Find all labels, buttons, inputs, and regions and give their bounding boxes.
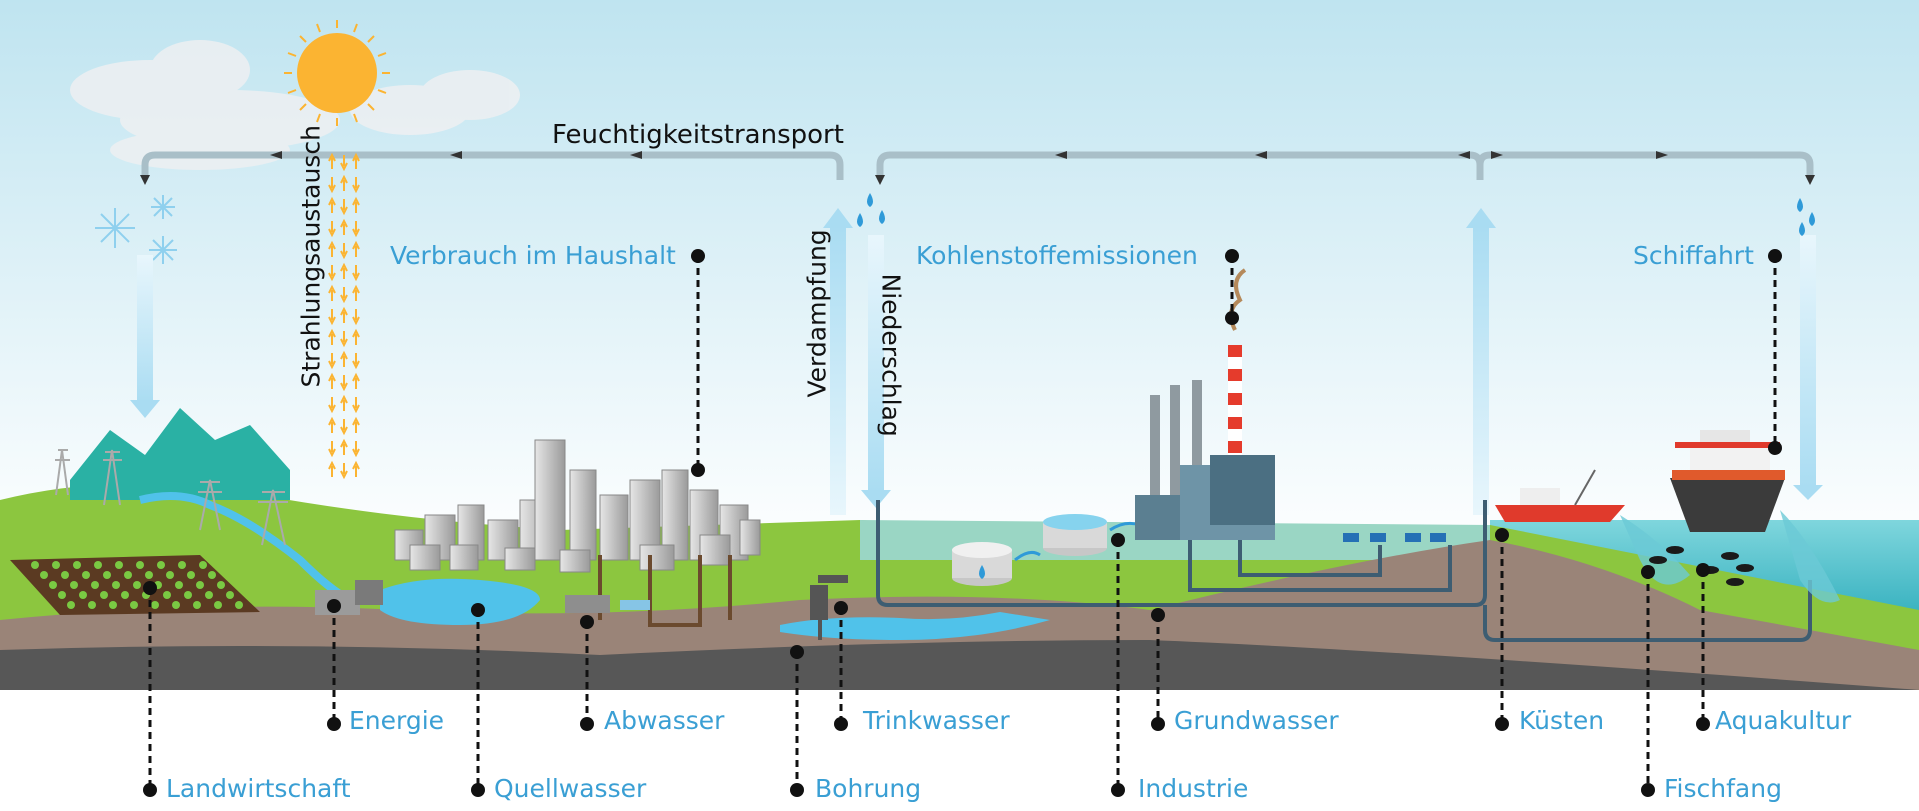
- groundwater-pipe: [876, 500, 1487, 607]
- label-coasts: Küsten: [1519, 706, 1605, 735]
- label-precipitation: Niederschlag: [876, 273, 906, 437]
- power-pylons: [55, 449, 288, 546]
- label-industry: Industrie: [1138, 774, 1249, 803]
- leader-dots: [143, 249, 1782, 797]
- raindrop-icon: [857, 193, 1815, 236]
- leader-lines: [148, 256, 1777, 790]
- precipitation-arrow-sea: [1793, 235, 1823, 500]
- label-shipping: Schiffahrt: [1633, 241, 1754, 270]
- wastewater-plant: [565, 595, 650, 613]
- cargo-ship: [1670, 430, 1785, 532]
- bedrock: [0, 640, 1919, 690]
- label-energy: Energie: [349, 706, 445, 735]
- city-buildings: [394, 439, 761, 573]
- industrial-pipes: [1188, 540, 1452, 592]
- clouds: [70, 40, 520, 170]
- moisture-transport-flow: [141, 151, 1814, 180]
- well-pump: [810, 575, 848, 640]
- label-fishing: Fischfang: [1664, 774, 1782, 803]
- river: [139, 492, 352, 604]
- label-spring-water: Quellwasser: [494, 774, 647, 803]
- fish-icon: [1649, 546, 1754, 586]
- label-area: [0, 690, 1919, 811]
- sea-return-pipe: [1483, 580, 1812, 642]
- snowflake-icon: [95, 195, 177, 264]
- intake-boxes: [1343, 533, 1446, 542]
- aquifer: [780, 612, 1050, 640]
- label-agriculture: Landwirtschaft: [166, 774, 351, 803]
- label-radiation-exchange: Strahlungsaustausch: [296, 125, 326, 388]
- fishing-boat: [1495, 469, 1625, 522]
- mountains: [70, 408, 290, 500]
- farm-field: [10, 555, 260, 615]
- label-aquaculture: Aquakultur: [1715, 706, 1852, 735]
- label-wastewater: Abwasser: [604, 706, 725, 735]
- flow-arrows: [140, 151, 1815, 185]
- radiation-arrows: [328, 152, 360, 480]
- lake: [380, 578, 540, 625]
- label-drilling: Bohrung: [815, 774, 922, 803]
- label-evaporation: Verdampfung: [802, 229, 832, 398]
- label-carbon-emissions: Kohlenstoffemissionen: [916, 241, 1198, 270]
- precipitation-arrow-left: [130, 255, 160, 418]
- precipitation-arrow: [861, 235, 891, 508]
- label-drinking-water: Trinkwasser: [863, 706, 1010, 735]
- label-moisture-transport: Feuchtigkeitstransport: [552, 120, 844, 150]
- water-tanks: [952, 514, 1141, 586]
- label-groundwater: Grundwasser: [1174, 706, 1339, 735]
- fishing-net: [1620, 510, 1840, 603]
- evaporation-arrow: [823, 208, 853, 515]
- label-household: Verbrauch im Haushalt: [390, 241, 676, 270]
- sun-icon: [284, 20, 390, 126]
- evaporation-arrow-sea: [1466, 208, 1496, 515]
